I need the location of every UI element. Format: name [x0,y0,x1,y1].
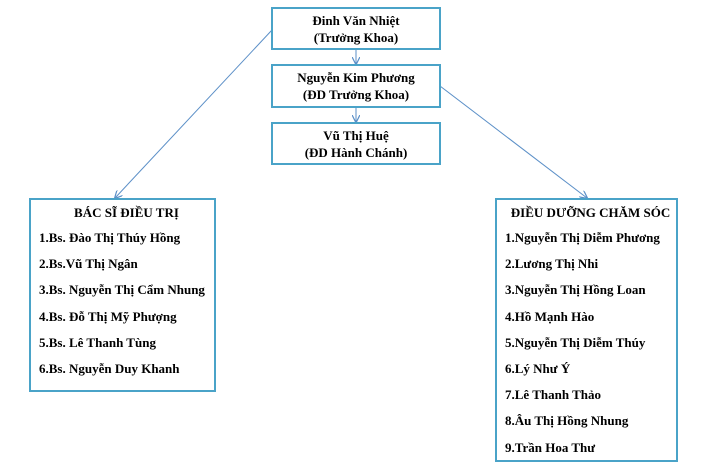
doctor-item: 5.Bs. Lê Thanh Tùng [39,334,156,350]
doctor-item: 4.Bs. Đỗ Thị Mỹ Phượng [39,308,177,324]
deputy-box: Nguyễn Kim Phương (ĐD Trưởng Khoa) [271,64,441,108]
deputy-name: Nguyễn Kim Phương [297,70,415,85]
nurses-box: ĐIỀU DƯỠNG CHĂM SÓC 1.Nguyễn Thị Diễm Ph… [495,198,678,462]
deputy-role: (ĐD Trưởng Khoa) [302,87,410,102]
nurse-item: 9.Trần Hoa Thư [505,439,596,455]
doctors-box: BÁC SĨ ĐIỀU TRỊ 1.Bs. Đào Thị Thúy Hồng … [29,198,216,392]
admin-name: Vũ Thị Huệ [323,128,389,143]
doctor-item: 1.Bs. Đào Thị Thúy Hồng [39,230,181,245]
nurse-item: 7.Lê Thanh Thảo [505,387,601,403]
head-name: Đinh Văn Nhiệt [312,13,400,28]
nurse-item: 5.Nguyễn Thị Diễm Thúy [505,334,646,350]
nurse-item: 1.Nguyễn Thị Diễm Phương [505,230,660,245]
nurse-item: 2.Lương Thị Nhi [505,256,599,272]
admin-role: (ĐD Hành Chánh) [304,145,408,160]
connector-head-to-doctors [115,29,273,198]
head-box: Đinh Văn Nhiệt (Trưởng Khoa) [271,7,441,50]
doctor-item: 2.Bs.Vũ Thị Ngân [39,256,138,272]
nurse-item: 6.Lý Như Ý [505,360,571,376]
nurse-item: 4.Hồ Mạnh Hào [505,308,595,324]
admin-box: Vũ Thị Huệ (ĐD Hành Chánh) [271,122,441,165]
nurse-item: 8.Âu Thị Hồng Nhung [505,413,629,429]
connector-deputy-to-nurses [439,85,587,198]
doctor-item: 3.Bs. Nguyễn Thị Cẩm Nhung [39,282,205,298]
head-role: (Trưởng Khoa) [313,30,399,45]
doctors-title: BÁC SĨ ĐIỀU TRỊ [74,205,179,220]
doctor-item: 6.Bs. Nguyễn Duy Khanh [39,360,180,376]
nurse-item: 3.Nguyễn Thị Hồng Loan [505,282,646,298]
nurses-title: ĐIỀU DƯỠNG CHĂM SÓC [510,205,671,220]
